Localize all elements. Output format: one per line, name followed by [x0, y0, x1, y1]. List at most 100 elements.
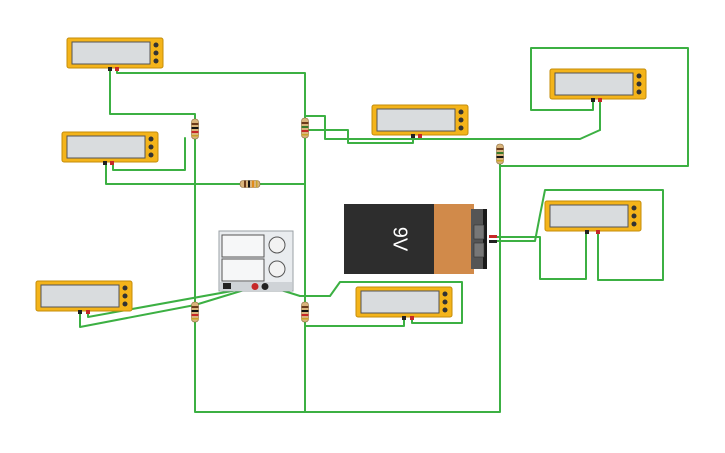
mode-knob-icon[interactable] [636, 73, 642, 79]
mode-knob-icon[interactable] [122, 301, 128, 307]
wire[interactable] [79, 286, 255, 328]
wire[interactable] [496, 231, 587, 280]
color-band [496, 152, 504, 154]
terminal-black[interactable] [108, 67, 112, 71]
resistor-1[interactable] [191, 118, 199, 140]
color-band [301, 126, 309, 128]
color-band [191, 131, 199, 133]
terminal-red[interactable] [110, 161, 114, 165]
positive-snap[interactable] [473, 224, 485, 240]
multimeter-6[interactable] [35, 280, 133, 314]
mode-knob-icon[interactable] [148, 144, 154, 150]
mode-knob-icon[interactable] [636, 89, 642, 95]
multimeter-5[interactable] [544, 200, 642, 234]
resistor-2[interactable] [301, 117, 309, 139]
color-band [496, 160, 504, 162]
terminal-black[interactable] [402, 316, 406, 320]
mode-knob-icon[interactable] [442, 299, 448, 305]
resistor-6[interactable] [301, 301, 309, 323]
wire[interactable] [116, 69, 306, 413]
mode-knob-icon[interactable] [458, 109, 464, 115]
mode-knob-icon[interactable] [458, 117, 464, 123]
battery-end [483, 209, 487, 269]
color-band [191, 306, 199, 308]
terminal-red[interactable] [489, 235, 497, 238]
wire[interactable] [496, 189, 664, 281]
wire[interactable] [304, 129, 414, 144]
terminal-black[interactable] [591, 98, 595, 102]
mode-knob-icon[interactable] [148, 136, 154, 142]
mode-knob-icon[interactable] [458, 125, 464, 131]
resistor-5[interactable] [191, 301, 199, 323]
mode-knob-icon[interactable] [442, 291, 448, 297]
meter-display [71, 41, 151, 65]
mode-knob-icon[interactable] [442, 307, 448, 313]
mode-knob-icon[interactable] [122, 285, 128, 291]
wire[interactable] [109, 69, 196, 281]
color-band [191, 123, 199, 125]
meter-display [40, 284, 120, 308]
positive-terminal[interactable] [251, 283, 259, 290]
terminal-red[interactable] [418, 134, 422, 138]
color-band [301, 306, 309, 308]
negative-snap[interactable] [473, 242, 485, 258]
wire[interactable] [304, 144, 501, 413]
mode-knob-icon[interactable] [631, 213, 637, 219]
battery-copper-body [434, 204, 474, 274]
terminal-black[interactable] [103, 161, 107, 165]
terminal-red[interactable] [86, 310, 90, 314]
terminal-red[interactable] [115, 67, 119, 71]
voltage-knob-icon[interactable] [268, 236, 286, 254]
mode-knob-icon[interactable] [153, 50, 159, 56]
current-display [221, 258, 265, 282]
mode-knob-icon[interactable] [153, 42, 159, 48]
multimeter-3[interactable] [371, 104, 469, 138]
resistor-3[interactable] [496, 143, 504, 165]
mode-knob-icon[interactable] [631, 205, 637, 211]
wire[interactable] [499, 47, 689, 167]
wires [79, 47, 689, 413]
voltage-display [221, 234, 265, 258]
meter-display [376, 108, 456, 132]
multimeter-1[interactable] [66, 37, 164, 71]
current-knob-icon[interactable] [268, 260, 286, 278]
multimeter-7[interactable] [355, 286, 453, 320]
battery-label: 9V [389, 227, 411, 252]
color-band [256, 180, 258, 188]
terminal-black[interactable] [489, 240, 497, 243]
meter-display [360, 290, 440, 314]
terminal-black[interactable] [585, 230, 589, 234]
wire[interactable] [299, 281, 463, 324]
terminal-black[interactable] [411, 134, 415, 138]
mode-knob-icon[interactable] [122, 293, 128, 299]
wire[interactable] [304, 317, 405, 327]
terminal-red[interactable] [410, 316, 414, 320]
color-band [191, 310, 199, 312]
mode-knob-icon[interactable] [631, 221, 637, 227]
wire[interactable] [105, 162, 306, 185]
color-band [301, 318, 309, 320]
terminal-red[interactable] [598, 98, 602, 102]
color-band [301, 310, 309, 312]
mode-knob-icon[interactable] [148, 152, 154, 158]
mode-knob-icon[interactable] [153, 58, 159, 64]
color-band [191, 127, 199, 129]
power-switch[interactable] [223, 283, 231, 289]
multimeter-4[interactable] [549, 68, 647, 102]
resistor-4[interactable] [239, 180, 261, 188]
negative-terminal[interactable] [261, 283, 269, 290]
color-band [248, 180, 250, 188]
wire[interactable] [304, 115, 441, 140]
color-band [496, 156, 504, 158]
dc-power-supply[interactable] [218, 230, 294, 292]
battery-9v[interactable]: 9V [344, 204, 497, 274]
color-band [301, 122, 309, 124]
terminal-black[interactable] [78, 310, 82, 314]
wire[interactable] [112, 137, 186, 171]
multimeter-2[interactable] [61, 131, 159, 165]
mode-knob-icon[interactable] [636, 81, 642, 87]
color-band [252, 180, 254, 188]
terminal-red[interactable] [596, 230, 600, 234]
meter-display [554, 72, 634, 96]
